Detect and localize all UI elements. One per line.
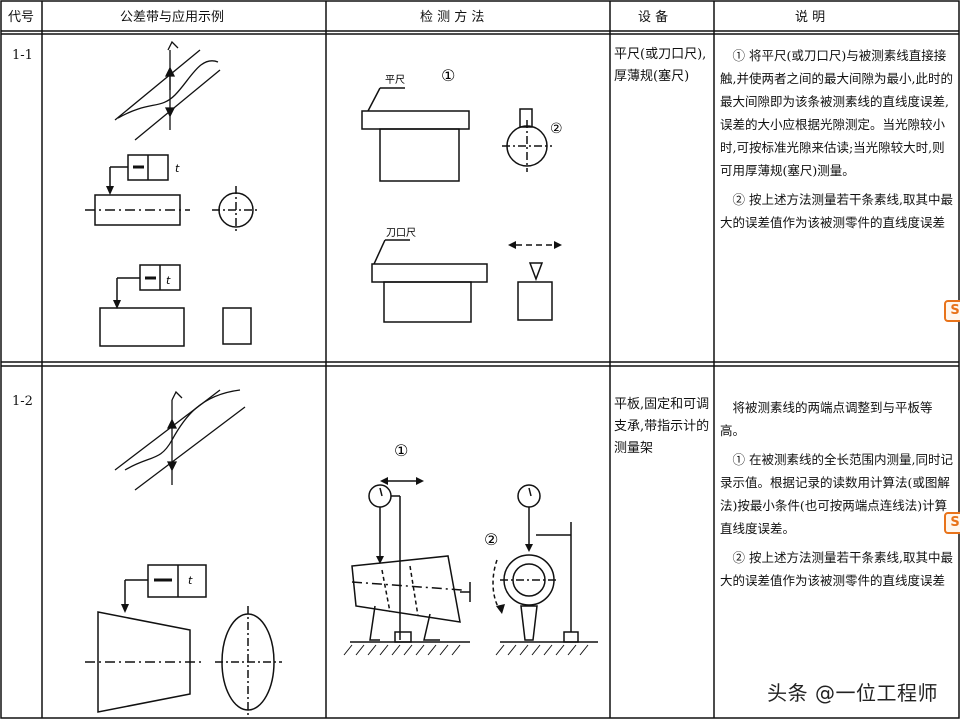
svg-text:t: t [175,162,180,175]
row-explanation-1-1: ① 将平尺(或刀口尺)与被测素线直接接触,并使两者之间的最大间隙为最小,此时的最… [720,44,956,234]
row-code-1-2: 1-2 [12,394,33,409]
svg-text:t: t [188,574,193,587]
svg-text:①: ① [394,441,408,460]
svg-text:②: ② [550,121,563,137]
svg-text:②: ② [484,530,498,549]
svg-text:平尺: 平尺 [385,74,405,86]
watermark: 头条 @一位工程师 [767,681,938,705]
svg-text:①: ① [441,66,455,85]
row-explanation-1-2: 将被测素线的两端点调整到与平板等高。 ① 在被测素线的全长范围内测量,同时记录示… [720,396,956,592]
svg-text:刀口尺: 刀口尺 [386,227,416,239]
explanation-para: ① 将平尺(或刀口尺)与被测素线直接接触,并使两者之间的最大间隙为最小,此时的最… [720,48,953,178]
explanation-para: ② 按上述方法测量若干条素线,取其中最大的误差值作为该被测零件的直线度误差 [720,192,953,230]
explanation-para: 将被测素线的两端点调整到与平板等高。 [720,400,933,438]
row-equipment-1-1: 平尺(或刀口尺),厚薄规(塞尺) [614,47,707,84]
header-equipment: 设 备 [638,10,669,25]
header-method: 检 测 方 法 [420,10,485,25]
explanation-para: ① 在被测素线的全长范围内测量,同时记录示值。根据记录的读数用计算法(或图解法)… [720,452,953,536]
header-explanation: 说 明 [795,10,826,25]
header-tolerance: 公差带与应用示例 [120,10,225,25]
explanation-para: ② 按上述方法测量若干条素线,取其中最大的误差值作为该被测零件的直线度误差 [720,550,953,588]
side-s-icon[interactable]: S [944,300,960,322]
side-s-icon[interactable]: S [944,512,960,534]
header-code: 代号 [8,10,35,25]
row-code-1-1: 1-1 [12,48,33,63]
row-equipment-1-2: 平板,固定和可调支承,带指示计的测量架 [614,397,710,456]
svg-text:t: t [166,274,171,287]
